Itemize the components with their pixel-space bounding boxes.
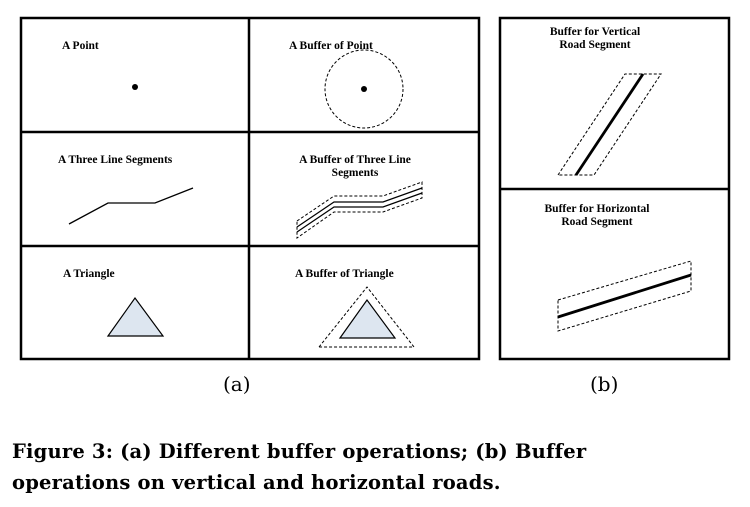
panel-b-sublabel: (b) bbox=[590, 372, 619, 396]
buffered-triangle-shape bbox=[338, 298, 397, 339]
horizontal-road-buffer-outline bbox=[557, 260, 692, 332]
cell-label-triangle-buffer: A Buffer of Triangle bbox=[295, 268, 394, 280]
cell-label-triangle: A Triangle bbox=[63, 268, 115, 280]
buffered-point-shape bbox=[361, 86, 367, 92]
cell-label-horizontal-road: Buffer for Horizontal Road Segment bbox=[544, 203, 650, 228]
vertical-road-buffer-outline bbox=[557, 73, 662, 176]
line-segments-buffer-inner-bottom bbox=[296, 192, 423, 233]
point-buffer-circle bbox=[324, 49, 404, 129]
point-shape bbox=[132, 84, 138, 90]
vertical-road-segment bbox=[574, 73, 645, 176]
cell-label-line-segments-buffer: A Buffer of Three Line Segments bbox=[299, 154, 411, 179]
cell-label-vertical-road: Buffer for Vertical Road Segment bbox=[549, 26, 641, 51]
triangle-shape bbox=[106, 296, 165, 337]
caption-line-2: operations on vertical and horizontal ro… bbox=[12, 471, 501, 494]
line-segments-buffer-inner-top bbox=[296, 187, 423, 228]
panel-a-sublabel: (a) bbox=[223, 372, 251, 396]
figure-caption: Figure 3: (a) Different buffer operation… bbox=[12, 436, 742, 498]
horizontal-road-segment bbox=[557, 273, 692, 319]
triangle-buffer-outline bbox=[317, 286, 416, 348]
three-line-segments-shape bbox=[68, 187, 194, 225]
cell-label-point: A Point bbox=[62, 40, 99, 52]
cell-label-line-segments: A Three Line Segments bbox=[58, 154, 173, 166]
cell-label-point-buffer: A Buffer of Point bbox=[289, 40, 373, 52]
line-segments-buffer-outline bbox=[296, 181, 423, 239]
caption-line-1: Figure 3: (a) Different buffer operation… bbox=[12, 440, 587, 463]
